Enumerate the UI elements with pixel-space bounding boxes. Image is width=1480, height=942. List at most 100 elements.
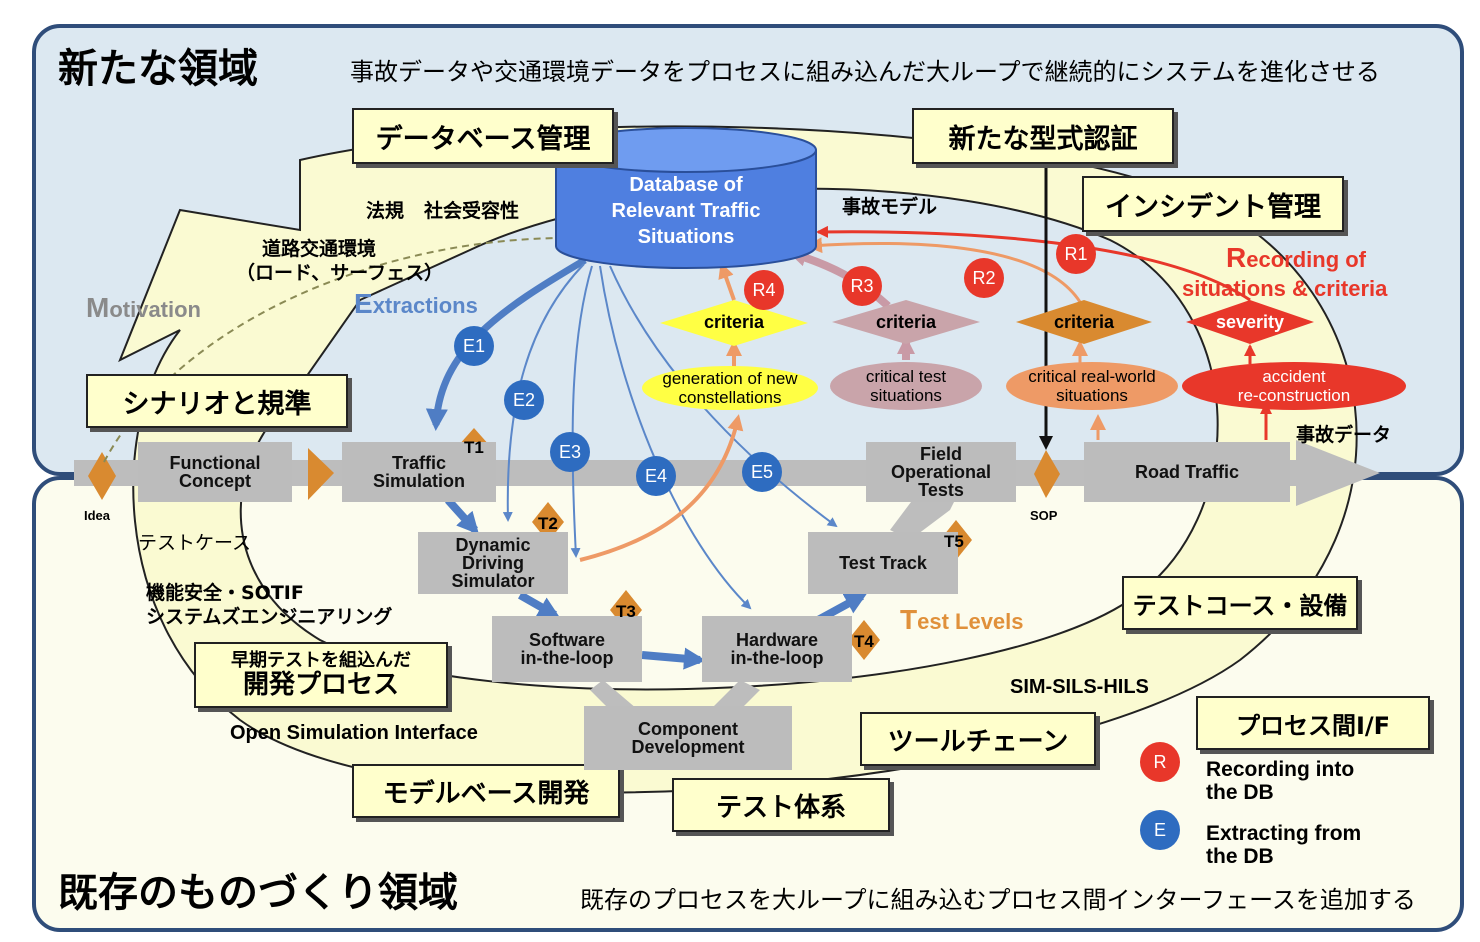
timeline-arrowhead — [1296, 440, 1380, 506]
extractions-label: Extractions — [354, 288, 478, 320]
motivation-rest: otivation — [109, 297, 201, 322]
early-test-line1: 早期テストを組込んだ — [231, 649, 411, 671]
r1-marker: R1 — [1056, 234, 1096, 274]
road-surface-label: （ロード、サーフェス） — [236, 262, 444, 284]
database-cylinder — [555, 127, 817, 269]
gen-new-label: generation of new constellations — [640, 369, 820, 407]
crit-real-line1: critical real-world — [1028, 367, 1156, 386]
sim-sils-hils-label: SIM-SILS-HILS — [1010, 676, 1149, 698]
t1-label: T1 — [464, 438, 484, 457]
criteria-diamond-1 — [660, 300, 808, 346]
t3-label: T3 — [616, 602, 636, 621]
accident-data-label: 事故データ — [1296, 424, 1392, 446]
top-subtitle: 事故データや交通環境データをプロセスに組み込んだ大ループで継続的にシステムを進化… — [350, 58, 1380, 86]
early-test-line2: 開発プロセス — [242, 669, 399, 700]
recording-line1: ecording of — [1246, 247, 1367, 272]
gen-new-ellipse — [642, 366, 818, 410]
database-label: Database of Relevant Traffic Situations — [566, 172, 806, 250]
e4-marker: E4 — [636, 456, 676, 496]
toolchain-box: ツールチェーン — [860, 712, 1096, 766]
test-levels-rest: est Levels — [917, 609, 1024, 634]
crit-test-label: critical test situations — [826, 367, 986, 405]
systems-eng-label: システムズエンジニアリング — [146, 606, 393, 628]
legend-recording: Recording into the DB — [1206, 758, 1354, 804]
criteria-1-label: criteria — [703, 312, 765, 332]
test-track-box: Test Track — [808, 532, 958, 594]
law-label: 法規 — [366, 200, 405, 222]
incident-mgmt-box: インシデント管理 — [1082, 176, 1344, 232]
crit-real-ellipse — [1006, 362, 1178, 410]
crit-real-label: critical real-world situations — [1004, 367, 1180, 405]
recording-label: Recording of situations & criteria — [1182, 240, 1387, 303]
road-env-label: 道路交通環境 — [262, 238, 377, 260]
model-based-dev-box: モデルベース開発 — [352, 764, 620, 818]
accident-line2: re-construction — [1237, 385, 1351, 405]
fot-box: Field Operational Tests — [866, 442, 1016, 502]
accident-line1: accident — [1262, 367, 1326, 386]
extractions-rest: xtractions — [372, 293, 478, 318]
scenario-criteria-box: シナリオと規準 — [86, 374, 348, 428]
r4-marker: R4 — [744, 270, 784, 310]
test-case-label: テストケース — [138, 532, 252, 554]
legend-r-line2: the DB — [1206, 781, 1274, 805]
r2-marker: R2 — [964, 258, 1004, 298]
hil-box: Hardware in-the-loop — [702, 616, 852, 682]
crit-test-ellipse — [830, 362, 982, 410]
crit-test-line2: situations — [870, 385, 942, 405]
early-test-process-box: 早期テストを組込んだ 開発プロセス — [194, 642, 448, 708]
db-management-box: データベース管理 — [352, 108, 614, 164]
type-approval-box: 新たな型式認証 — [912, 108, 1174, 164]
sop-label: SOP — [1030, 508, 1058, 523]
process-if-box: プロセス間I/F — [1196, 696, 1430, 750]
extractions-initial: E — [354, 288, 373, 319]
test-levels-initial: T — [900, 604, 918, 635]
test-course-box: テストコース・設備 — [1122, 576, 1358, 630]
recording-line2: situations & criteria — [1182, 276, 1388, 301]
severity-label: severity — [1215, 312, 1285, 332]
accident-label: accident re-construction — [1194, 367, 1394, 405]
criteria-3-label: criteria — [1053, 312, 1115, 332]
r3-marker: R3 — [842, 266, 882, 306]
e1-marker: E1 — [454, 326, 494, 366]
idea-diamond — [88, 452, 116, 500]
legend-e-line1: Extracting from — [1206, 822, 1362, 845]
accident-model-label: 事故モデル — [842, 196, 938, 218]
social-acceptance-label: 社会受容性 — [424, 200, 520, 222]
road-traffic-box: Road Traffic — [1084, 442, 1290, 502]
database-line2: Relevant Traffic — [611, 200, 761, 222]
e3-marker: E3 — [550, 432, 590, 472]
legend-e-line2: the DB — [1206, 845, 1274, 869]
legend-r-symbol: R — [1140, 742, 1180, 782]
test-levels-label: Test Levels — [900, 604, 1024, 636]
component-dev-box: Component Development — [584, 706, 792, 770]
e5-marker: E5 — [742, 452, 782, 492]
database-line1: Database of — [629, 174, 743, 196]
motivation-initial: M — [86, 292, 110, 323]
osi-label: Open Simulation Interface — [230, 722, 478, 744]
database-line3: Situations — [637, 226, 735, 248]
e2-marker: E2 — [504, 380, 544, 420]
func-safety-label: 機能安全・SOTIF — [146, 582, 304, 604]
criteria-diamond-2 — [832, 300, 980, 344]
criteria-diamond-3 — [1016, 300, 1152, 344]
bottom-title: 既存のものづくり領域 — [58, 870, 458, 916]
crit-real-line2: situations — [1056, 385, 1128, 405]
traffic-simulation-box: Traffic Simulation — [342, 442, 496, 502]
motivation-label: Motivation — [86, 292, 201, 324]
legend-r-line1: Recording into — [1206, 758, 1355, 781]
top-title: 新たな領域 — [58, 46, 258, 92]
sop-diamond — [1034, 450, 1060, 498]
gen-new-line2: constellations — [678, 387, 782, 407]
functional-concept-box: Functional Concept — [138, 442, 292, 502]
t5-label: T5 — [944, 532, 964, 551]
legend-e-symbol: E — [1140, 810, 1180, 850]
gen-new-line1: generation of new — [662, 369, 798, 388]
recording-initial: R — [1226, 242, 1247, 273]
test-system-box: テスト体系 — [672, 778, 890, 832]
legend-extracting: Extracting from the DB — [1206, 822, 1361, 868]
crit-test-line1: critical test — [865, 367, 947, 386]
severity-diamond — [1186, 300, 1314, 344]
bottom-subtitle: 既存のプロセスを大ループに組み込むプロセス間インターフェースを追加する — [580, 886, 1416, 914]
criteria-2-label: criteria — [875, 312, 937, 332]
dynamic-driving-sim-box: Dynamic Driving Simulator — [418, 532, 568, 594]
